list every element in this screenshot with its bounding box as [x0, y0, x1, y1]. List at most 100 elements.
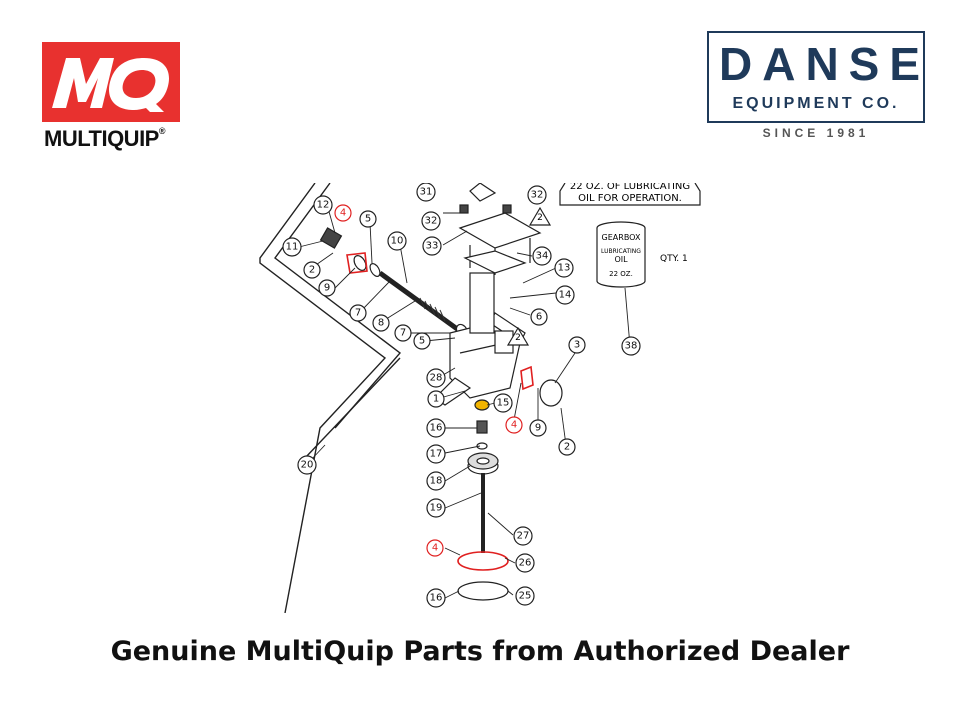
- svg-text:4: 4: [511, 420, 517, 431]
- frame-outline: [259, 183, 402, 613]
- callout-20: 20: [297, 455, 317, 475]
- callout-7: 7: [394, 324, 412, 342]
- svg-text:3: 3: [574, 340, 580, 351]
- callout-11: 11: [282, 237, 302, 257]
- svg-text:32: 32: [531, 190, 544, 201]
- svg-text:38: 38: [625, 341, 638, 352]
- svg-text:18: 18: [430, 476, 443, 487]
- callout-4: 4: [334, 204, 352, 222]
- gasket-left: [346, 252, 368, 274]
- danse-title: DANSE: [719, 38, 931, 90]
- svg-text:15: 15: [497, 398, 510, 409]
- gasket-right: [520, 365, 534, 391]
- callout-16: 16: [426, 588, 446, 608]
- callout-5: 5: [413, 332, 431, 350]
- parts-diagram: 2 2 22 OZ. OF LUBRICATING OIL FOR OPERAT…: [259, 183, 701, 613]
- danse-since: SINCE 1981: [762, 126, 870, 140]
- svg-text:5: 5: [365, 214, 371, 225]
- callout-6: 6: [530, 308, 548, 326]
- svg-text:26: 26: [519, 558, 532, 569]
- callout-9: 9: [529, 419, 547, 437]
- callout-16: 16: [426, 418, 446, 438]
- note-line-1: 22 OZ. OF LUBRICATING: [570, 183, 690, 192]
- svg-text:2: 2: [309, 265, 315, 276]
- callout-5: 5: [359, 210, 377, 228]
- multiquip-logo: MULTIQUIP®: [42, 42, 182, 152]
- multiquip-wordmark: MULTIQUIP®: [44, 126, 166, 151]
- callout-32: 32: [421, 211, 441, 231]
- caption: Genuine MultiQuip Parts from Authorized …: [110, 636, 850, 667]
- svg-text:9: 9: [535, 423, 541, 434]
- svg-text:34: 34: [536, 251, 549, 262]
- callout-10: 10: [387, 231, 407, 251]
- callout-34: 34: [532, 246, 552, 266]
- callout-17: 17: [426, 444, 446, 464]
- danse-subtitle: EQUIPMENT CO.: [732, 95, 900, 112]
- svg-text:25: 25: [519, 591, 532, 602]
- mq-logo-mark: [42, 42, 180, 122]
- svg-text:6: 6: [536, 312, 542, 323]
- callout-9: 9: [318, 279, 336, 297]
- svg-text:9: 9: [324, 283, 330, 294]
- svg-text:LUBRICATING: LUBRICATING: [601, 248, 641, 255]
- svg-text:OIL: OIL: [614, 255, 628, 264]
- callout-28: 28: [426, 368, 446, 388]
- svg-text:14: 14: [559, 290, 572, 301]
- svg-text:1: 1: [433, 394, 439, 405]
- callout-33: 33: [422, 236, 442, 256]
- svg-text:7: 7: [400, 328, 406, 339]
- callout-2: 2: [558, 438, 576, 456]
- svg-text:4: 4: [432, 543, 438, 554]
- svg-text:7: 7: [355, 308, 361, 319]
- callout-18: 18: [426, 471, 446, 491]
- callout-31: 31: [416, 183, 436, 202]
- callout-19: 19: [426, 498, 446, 518]
- svg-text:11: 11: [286, 242, 299, 253]
- callout-32: 32: [527, 185, 547, 205]
- seal-ring: [539, 379, 563, 407]
- callout-3: 3: [568, 336, 586, 354]
- callout-1: 1: [427, 390, 445, 408]
- svg-text:20: 20: [301, 460, 314, 471]
- svg-text:2: 2: [515, 333, 521, 343]
- svg-text:22 OZ.: 22 OZ.: [609, 270, 633, 278]
- svg-text:17: 17: [430, 449, 443, 460]
- svg-text:19: 19: [430, 503, 443, 514]
- vertical-shaft-assembly: [457, 399, 509, 601]
- note-line-2: OIL FOR OPERATION.: [578, 193, 682, 204]
- svg-text:4: 4: [340, 208, 346, 219]
- svg-text:33: 33: [426, 241, 439, 252]
- svg-text:28: 28: [430, 373, 443, 384]
- callout-27: 27: [513, 526, 533, 546]
- callout-4: 4: [426, 539, 444, 557]
- callout-14: 14: [555, 285, 575, 305]
- svg-text:2: 2: [537, 213, 543, 223]
- callout-2: 2: [303, 261, 321, 279]
- svg-text:16: 16: [430, 423, 443, 434]
- svg-text:32: 32: [425, 216, 438, 227]
- gearbox-oil-can: GEARBOX LUBRICATING OIL 22 OZ. QTY. 1: [596, 221, 688, 288]
- danse-logo: DANSE EQUIPMENT CO.: [707, 31, 925, 123]
- input-shaft-assembly: [319, 227, 469, 339]
- svg-text:27: 27: [517, 531, 530, 542]
- callout-38: 38: [621, 336, 641, 356]
- callout-7: 7: [349, 304, 367, 322]
- svg-text:13: 13: [558, 263, 571, 274]
- callout-15: 15: [493, 393, 513, 413]
- svg-text:31: 31: [420, 187, 433, 198]
- svg-text:12: 12: [317, 200, 330, 211]
- svg-text:8: 8: [378, 318, 384, 329]
- svg-text:2: 2: [564, 442, 570, 453]
- upright-bracket: [458, 183, 542, 334]
- registered-mark: ®: [158, 126, 166, 136]
- warning-triangle: 2: [528, 206, 552, 226]
- callout-12: 12: [313, 195, 333, 215]
- svg-text:GEARBOX: GEARBOX: [602, 233, 641, 242]
- callout-4: 4: [505, 416, 523, 434]
- callout-13: 13: [554, 258, 574, 278]
- leader-lines: [298, 207, 631, 599]
- callout-8: 8: [372, 314, 390, 332]
- warning-triangle: 2: [506, 326, 530, 346]
- lubrication-note: 22 OZ. OF LUBRICATING OIL FOR OPERATION.: [559, 183, 701, 206]
